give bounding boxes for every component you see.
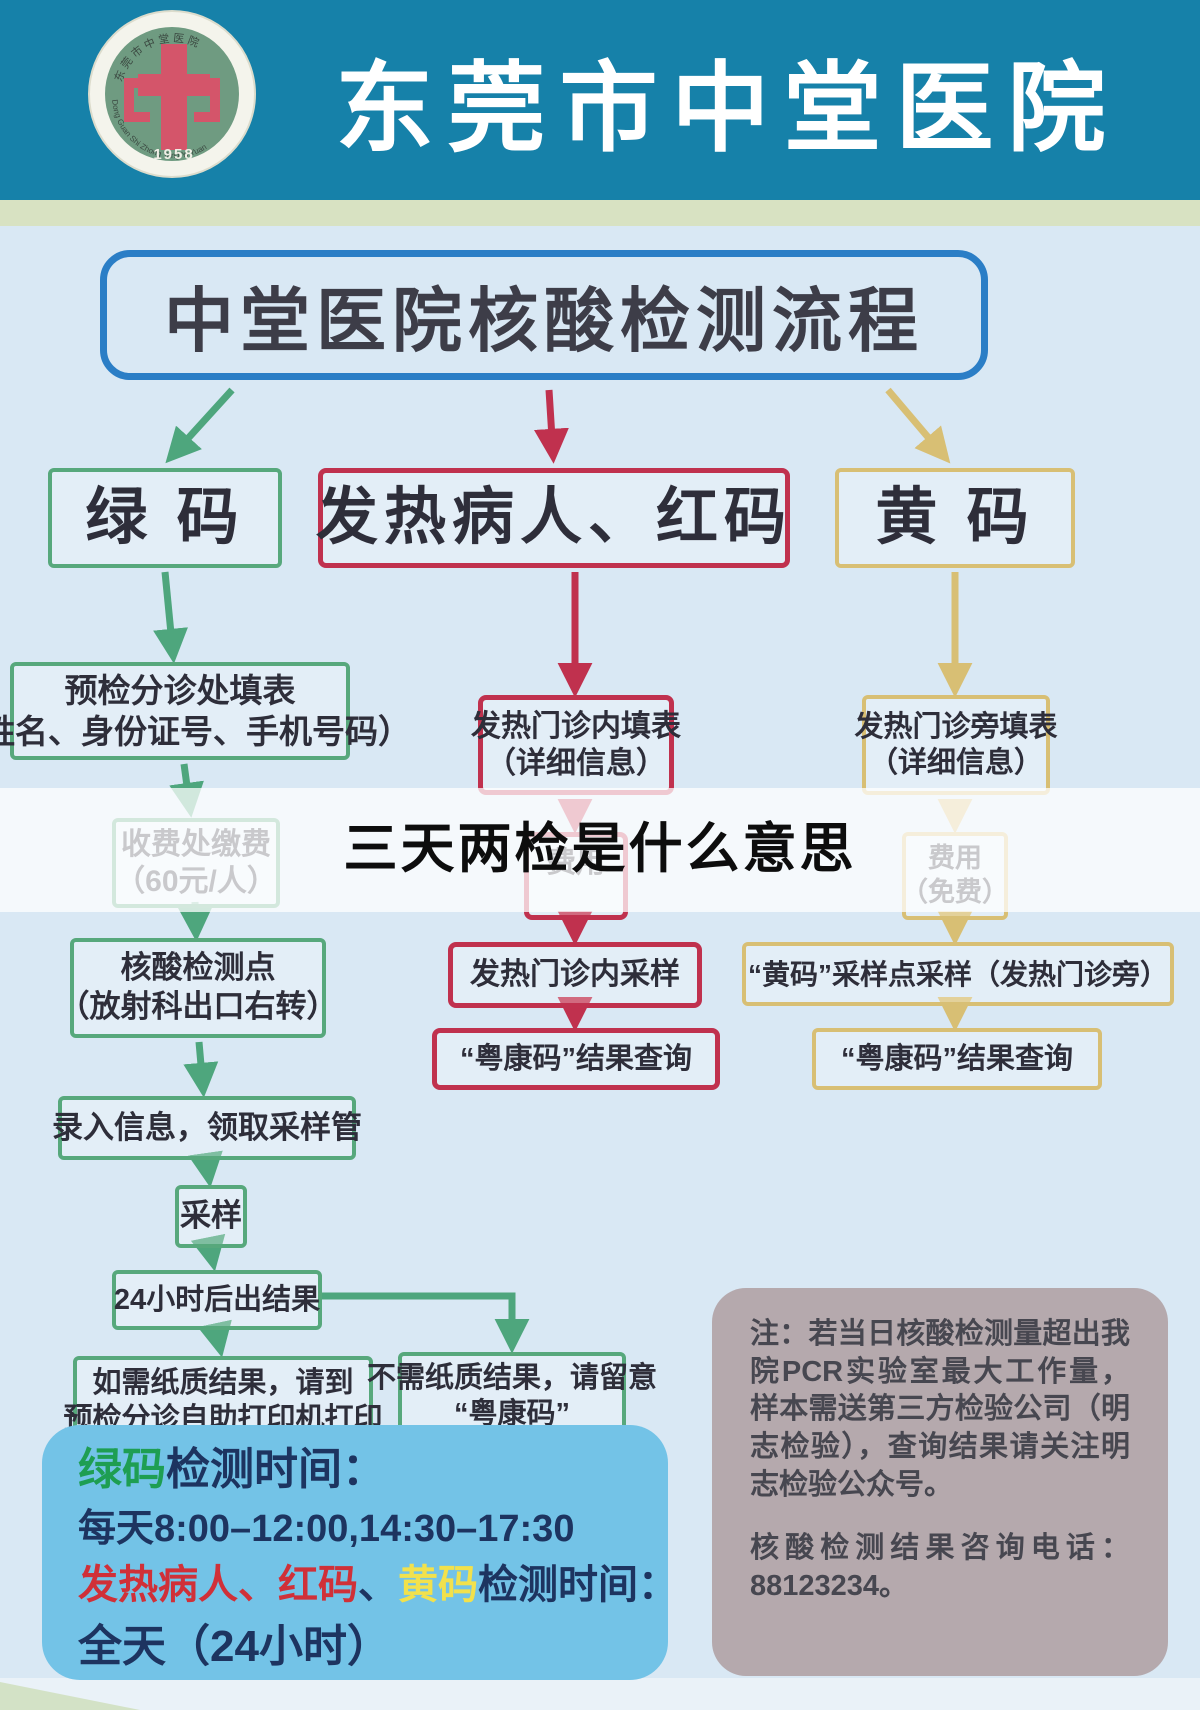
red-step-sampling: 发热门诊内采样 [448,942,702,1008]
yellow-step-result-query: “粤康码”结果查询 [812,1028,1102,1090]
branch-red-header: 发热病人、红码 [316,468,790,568]
green-step-test-point-line1: 核酸检测点 [120,950,276,986]
green-step-registration-line1: 预检分诊处填表 [64,671,296,709]
schedule-yellow-code: 黄码 [398,1563,478,1607]
schedule-green-time-text: 检测时间： [166,1445,386,1494]
flow-title: 中堂医院核酸检测流程 [100,250,988,380]
red-step-result-query: “粤康码”结果查询 [432,1028,720,1090]
red-step-form-line1: 发热门诊内填表 [471,709,681,743]
branch-green-header: 绿 码 [48,468,282,568]
schedule-separator: 、 [358,1563,398,1607]
yellow-step-form: 发热门诊旁填表 （详细信息） [855,695,1058,795]
red-cross-icon [161,44,187,150]
green-step-test-point: 核酸检测点 （放射科出口右转） [59,938,338,1038]
green-result-print-line1: 如需纸质结果，请到 [92,1366,354,1399]
note-paragraph-phone: 核酸检测结果咨询电话：88123234。 [750,1532,1130,1603]
green-result-code-line2: “粤康码” [453,1398,570,1430]
schedule-fever-red-code: 发热病人、红码 [78,1563,358,1607]
schedule-green-time-label: 绿码检测时间： [78,1433,658,1497]
schedule-red-yellow-time-text: 检测时间： [478,1563,678,1607]
hospital-header: 东莞市中堂医院 Dong Guan Shi Zhong Tang Yi Yuan… [0,0,1200,200]
green-step-test-point-line2: （放射科出口右转） [58,989,338,1024]
schedule-green-hours: 每天8:00–12:00,14:30–17:30 [78,1508,575,1550]
green-step-sampling: 采样 [175,1185,247,1248]
overlay-headline: 三天两检是什么意思 [343,819,857,879]
note-card: 注：若当日核酸检测量超出我院PCR实验室最大工作量，样本需送第三方检验公司（明志… [712,1288,1168,1676]
note-paragraph-capacity: 注：若当日核酸检测量超出我院PCR实验室最大工作量，样本需送第三方检验公司（明志… [750,1318,1130,1501]
logo-year: 1958 [153,146,195,163]
logo-arc-text: 东莞市中堂医院 Dong Guan Shi Zhong Tang Yi Yuan [110,32,208,160]
schedule-red-yellow-label: 发热病人、红码、黄码检测时间： [78,1552,678,1610]
hospital-logo: 东莞市中堂医院 Dong Guan Shi Zhong Tang Yi Yuan… [88,10,256,178]
yellow-step-form-line2: （详细信息） [868,747,1043,779]
schedule-green-code: 绿码 [78,1445,166,1494]
branch-yellow-header: 黄 码 [835,468,1075,568]
green-step-result-24h: 24小时后出结果 [112,1270,322,1330]
red-step-form-line2: （详细信息） [486,747,666,780]
red-cross-icon-bar [138,74,210,96]
frame-band [0,200,1200,226]
bottom-strip [0,1678,1200,1710]
yellow-step-sampling: “黄码”采样点采样（发热门诊旁） [742,942,1174,1006]
yellow-step-form-line1: 发热门诊旁填表 [854,710,1058,743]
hospital-name: 东莞市中堂医院 [335,53,1120,163]
schedule-all-day: 全天（24小时） [78,1622,391,1671]
logo-left-bracket-icon [124,78,150,122]
green-result-code-line1: 不需纸质结果，请留意 [367,1361,658,1394]
green-step-registration: 预检分诊处填表 （姓名、身份证号、手机号码） [0,662,411,760]
green-step-registration-line2: （姓名、身份证号、手机号码） [0,713,411,750]
green-step-enter-info: 录入信息，领取采样管 [52,1096,362,1160]
red-step-form: 发热门诊内填表 （详细信息） [471,695,681,795]
schedule-card: 绿码检测时间： 每天8:00–12:00,14:30–17:30 发热病人、红码… [42,1425,678,1680]
